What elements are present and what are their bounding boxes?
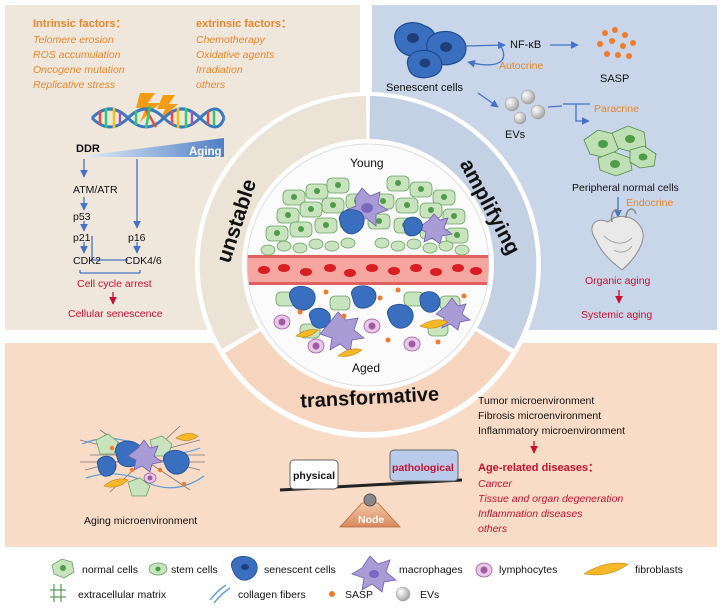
- legend-evs-icon: [395, 586, 411, 602]
- legend-normal-cells-icon: [51, 558, 75, 579]
- legend-extracellular-matrix: extracellular matrix: [78, 589, 167, 601]
- legend-senescent-cells: senescent cells: [264, 564, 336, 576]
- extrinsic-title: extrinsic factors：: [196, 18, 292, 30]
- peripheral-cells-label: Peripheral normal cells: [572, 182, 679, 194]
- p21-label: p21: [73, 232, 91, 244]
- intrinsic-item: Oncogene mutation: [33, 64, 125, 76]
- extrinsic-item: others: [196, 79, 226, 91]
- legend-extracellular-matrix-icon: [50, 584, 66, 602]
- legend-evs: EVs: [420, 589, 439, 601]
- heart-organ-icon: [591, 208, 644, 271]
- micro-item: Tumor microenvironment: [478, 395, 594, 407]
- extrinsic-factors: extrinsic factors： Chemotherapy Oxidativ…: [196, 18, 292, 91]
- diseases-title: Age-related diseases：: [478, 462, 599, 474]
- endocrine-label: Endocrine: [626, 197, 673, 209]
- disease-item: Inflammation diseases: [478, 508, 583, 520]
- legend-fibroblasts: fibroblasts: [635, 564, 683, 576]
- legend-collagen-fibers-icon: [209, 584, 231, 604]
- nfkb-label: NF-κB: [510, 39, 541, 51]
- peripheral-cells-cluster: [583, 125, 657, 177]
- intrinsic-factors: Intrinsic factors： Telomere erosion ROS …: [33, 18, 127, 91]
- paracrine-arrow-top: [547, 105, 563, 108]
- aging-label: Aging: [189, 146, 222, 158]
- pathological-label: pathological: [392, 462, 454, 474]
- extrinsic-item: Irradiation: [196, 64, 243, 76]
- aged-label: Aged: [352, 361, 380, 375]
- cdk2-label: CDK2: [73, 255, 101, 267]
- micro-item: Inflammatory microenvironment: [478, 425, 625, 437]
- disease-item: Tissue and organ degeneration: [478, 493, 623, 505]
- p16-label: p16: [128, 232, 146, 244]
- extrinsic-item: Chemotherapy: [196, 34, 266, 46]
- extrinsic-item: Oxidative agents: [196, 49, 275, 61]
- systemic-aging-label: Systemic aging: [581, 309, 652, 321]
- legend-macrophages-icon: [351, 555, 397, 593]
- autocrine-label: Autocrine: [499, 60, 544, 72]
- legend-stem-cells-icon: [148, 562, 168, 576]
- cdk46-label: CDK4/6: [125, 255, 162, 267]
- nfkb-arrow-in: [465, 41, 506, 50]
- sasp-dots-icon: [597, 27, 636, 59]
- intrinsic-title: Intrinsic factors：: [33, 18, 127, 30]
- ev-vesicles-icon: [504, 89, 546, 125]
- p53-label: p53: [73, 211, 91, 223]
- disease-item: Cancer: [478, 478, 512, 490]
- legend-sasp: SASP: [345, 589, 373, 601]
- evs-label: EVs: [505, 129, 526, 141]
- senescent-cells-label: Senescent cells: [386, 82, 464, 94]
- balance-scale: [279, 449, 463, 528]
- ev-arrow: [477, 92, 499, 108]
- paracrine-label: Paracrine: [594, 103, 639, 115]
- cell-cycle-arrest-label: Cell cycle arrest: [77, 278, 152, 290]
- young-label: Young: [350, 156, 384, 170]
- tissue-cells: [247, 175, 489, 357]
- paracrine-bracket: [563, 103, 590, 121]
- senescent-cells-cluster: [394, 22, 467, 79]
- cellular-senescence-label: Cellular senescence: [68, 308, 163, 320]
- legend-lymphocytes: lymphocytes: [499, 564, 557, 576]
- node-label: Node: [358, 514, 384, 526]
- ddr-pathway-arrows: [80, 159, 141, 261]
- tissue-circle-outline: [246, 143, 490, 387]
- sasp-label: SASP: [600, 73, 629, 85]
- legend-senescent-cells-icon: [230, 555, 258, 581]
- physical-label: physical: [293, 470, 335, 482]
- intrinsic-item: ROS accumulation: [33, 49, 121, 61]
- legend-stem-cells: stem cells: [171, 564, 218, 576]
- legend-macrophages: macrophages: [399, 564, 463, 576]
- legend-fibroblasts-icon: [583, 562, 629, 576]
- legend: normal cells stem cells senescent cells …: [50, 555, 683, 604]
- legend-collagen-fibers: collagen fibers: [238, 589, 306, 601]
- atm-atr-label: ATM/ATR: [73, 184, 118, 196]
- legend-normal-cells: normal cells: [82, 564, 138, 576]
- organic-aging-label: Organic aging: [585, 275, 651, 287]
- micro-item: Fibrosis microenvironment: [478, 410, 601, 422]
- intrinsic-item: Telomere erosion: [33, 34, 114, 46]
- aging-gradient-bar: [74, 138, 224, 157]
- lightning-icon: [136, 93, 178, 122]
- intrinsic-item: Replicative stress: [33, 79, 116, 91]
- aging-microenvironment-label: Aging microenvironment: [84, 515, 197, 527]
- legend-lymphocytes-icon: [475, 562, 493, 578]
- ddr-label: DDR: [76, 143, 100, 155]
- dna-helix-icon: [90, 105, 226, 129]
- aging-microenvironment-icon: [79, 425, 205, 497]
- disease-item: others: [478, 523, 508, 535]
- legend-sasp-icon: [329, 591, 335, 597]
